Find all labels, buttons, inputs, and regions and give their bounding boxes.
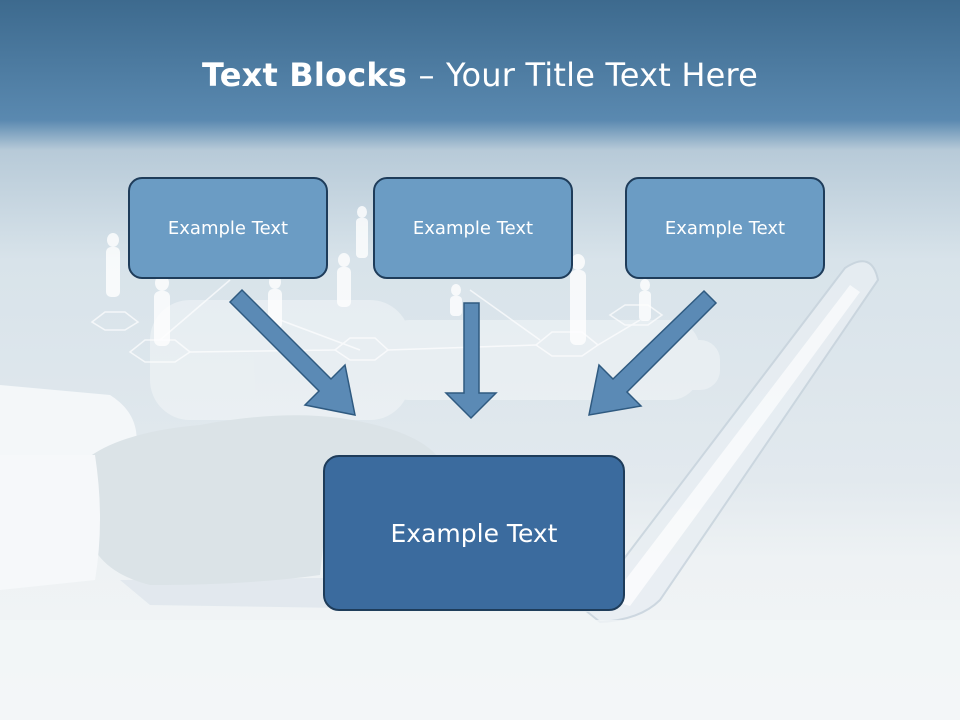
text-block-3-label: Example Text xyxy=(664,217,786,239)
title-dash: – xyxy=(418,56,435,94)
text-block-3[interactable]: Example Text xyxy=(625,177,825,279)
arrow-right-icon xyxy=(588,289,718,416)
network-lines xyxy=(90,279,664,363)
arrow-left-icon xyxy=(228,288,356,416)
people-silhouettes xyxy=(106,206,651,346)
title-bold-part: Text Blocks xyxy=(201,56,408,94)
target-text-block[interactable]: Example Text xyxy=(323,455,625,611)
text-block-1[interactable]: Example Text xyxy=(128,177,328,279)
text-block-2-label: Example Text xyxy=(412,217,534,239)
slide-title: Text Blocks – Your Title Text Here xyxy=(0,52,960,98)
text-block-1-label: Example Text xyxy=(167,217,289,239)
title-rest: Your Title Text Here xyxy=(446,56,759,94)
text-block-2[interactable]: Example Text xyxy=(373,177,573,279)
target-text-block-label: Example Text xyxy=(390,518,558,548)
arrow-middle-icon xyxy=(444,302,498,420)
table-surface xyxy=(0,620,960,720)
